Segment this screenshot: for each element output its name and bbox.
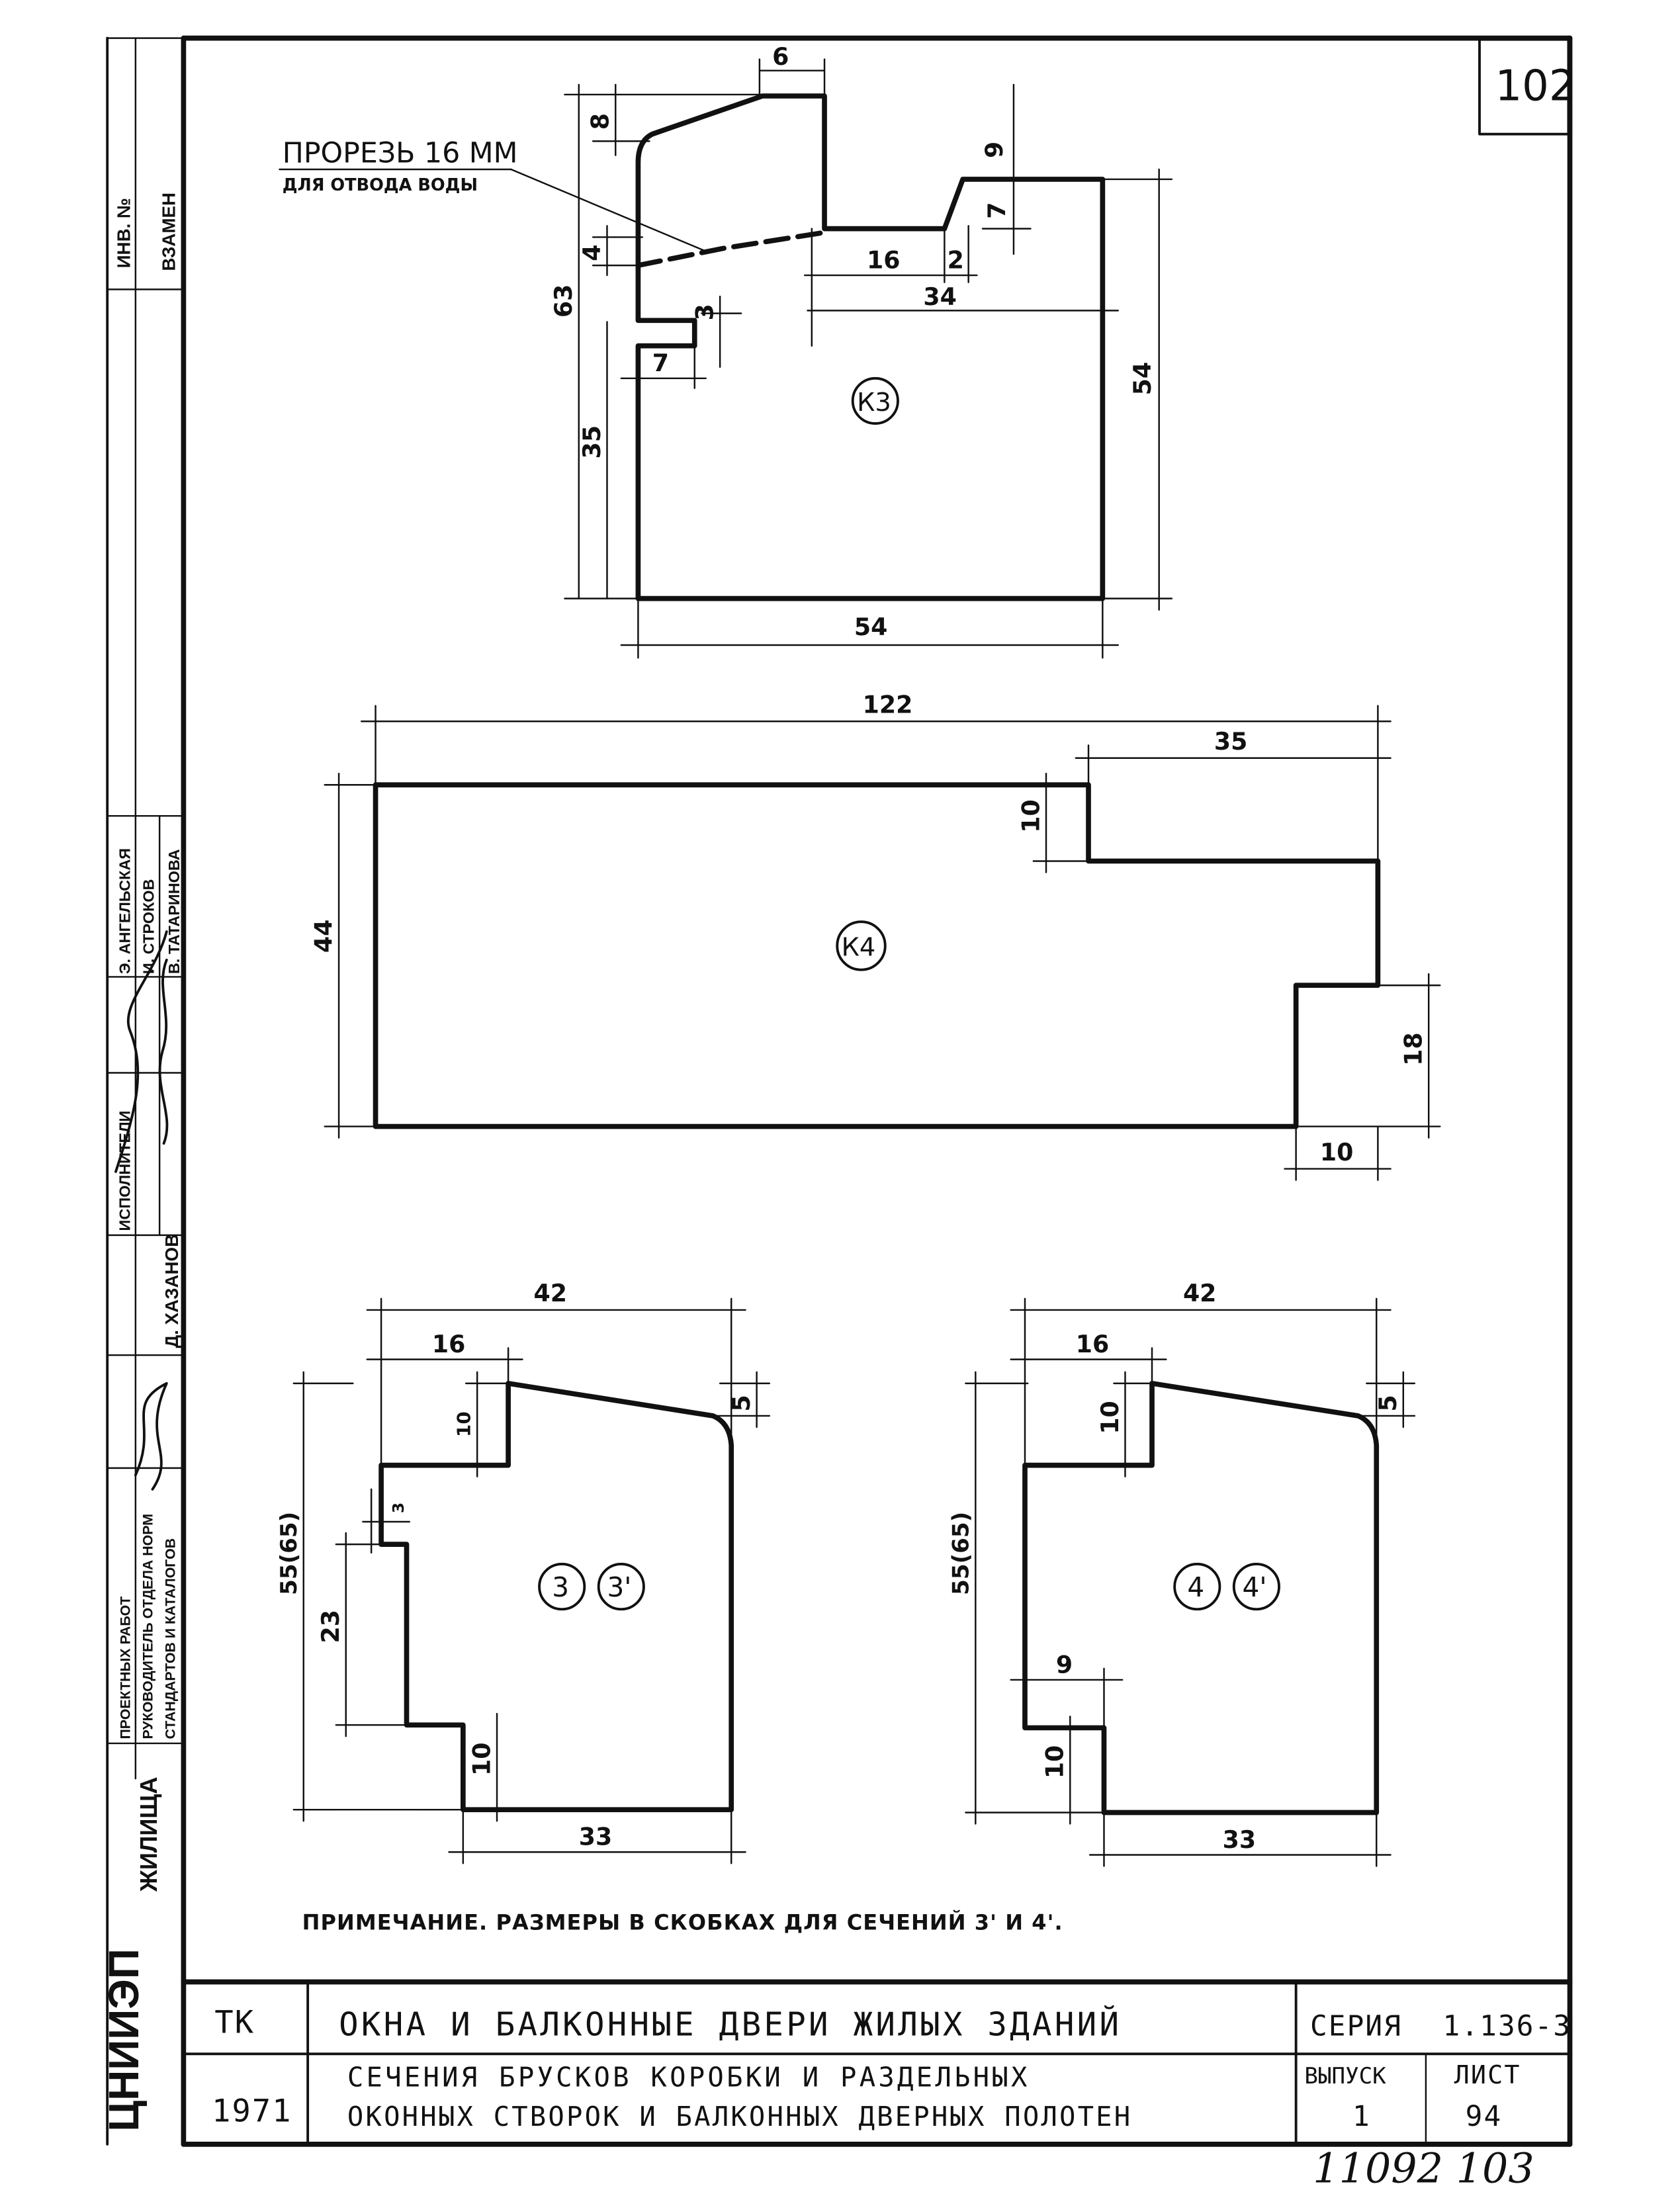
s3-dim-foot: 10	[467, 1743, 496, 1776]
s3-dim-top: 16	[432, 1330, 465, 1358]
k4-dim-top-right: 35	[1214, 727, 1247, 756]
k4-dim-notch: 10	[1016, 799, 1045, 832]
k4-dim-right-w: 10	[1320, 1138, 1353, 1166]
handwritten-archive-number: 11092 103	[1313, 2144, 1534, 2188]
k3-dim-bottom: 54	[854, 613, 887, 641]
s4-dim-height: 55(65)	[948, 1512, 975, 1595]
k3-dim-shelf: 16	[867, 245, 900, 274]
margin-stamp: ИНВ. № ВЗАМЕН ИСПОЛНИТЕЛИ Э. АНГЕЛЬСКАЯ …	[100, 193, 183, 2132]
section-k4: 122 35 10 44 18 10 К4	[309, 690, 1441, 1181]
s3-dim-width: 42	[534, 1279, 567, 1307]
s3-label-a: 3	[552, 1571, 569, 1603]
sheet-frame	[106, 35, 1573, 2147]
s4-dim-bottom: 33	[1223, 1825, 1256, 1854]
titleblock-subtitle-2: ОКОННЫХ СТВОРОК И БАЛКОННЫХ ДВЕРНЫХ ПОЛО…	[347, 2101, 1133, 2132]
k3-dim-step-top: 9	[980, 142, 1008, 158]
s4-label-a: 4	[1187, 1571, 1204, 1603]
k4-profile	[373, 782, 1381, 1129]
s4-dim-rebate: 10	[1096, 1401, 1124, 1434]
s4-dim-foot: 10	[1041, 1745, 1069, 1778]
k3-slot-note-2: ДЛЯ ОТВОДА ВОДЫ	[283, 175, 478, 195]
titleblock-series-value: 1.136-3	[1443, 2010, 1572, 2043]
k3-dim-top: 6	[772, 42, 789, 71]
s3-dim-mid: 23	[316, 1610, 345, 1643]
stamp-replaced: ВЗАМЕН	[159, 193, 179, 271]
signature-scribble	[158, 958, 169, 1145]
k4-dim-height: 44	[309, 920, 337, 953]
titleblock-sheet-label: ЛИСТ	[1454, 2060, 1521, 2090]
k4-label: К4	[842, 932, 876, 962]
s3-dim-small: 3	[389, 1503, 408, 1513]
drawing-note: ПРИМЕЧАНИЕ. РАЗМЕРЫ В СКОБКАХ ДЛЯ СЕЧЕНИ…	[302, 1910, 1063, 1935]
s4-label-circle-b	[1232, 1563, 1280, 1611]
title-block: ТК 1971 ОКНА И БАЛКОННЫЕ ДВЕРИ ЖИЛЫХ ЗДА…	[181, 1979, 1573, 2146]
section-k3: ПРОРЕЗЬ 16 ММ ДЛЯ ОТВОДА ВОДЫ 6 8 63 4 3…	[279, 42, 1173, 659]
k3-dim-slope: 8	[586, 113, 615, 130]
s3-profile	[378, 1381, 734, 1813]
titleblock-subtitle-1: СЕЧЕНИЯ БРУСКОВ КОРОБКИ И РАЗДЕЛЬНЫХ	[347, 2061, 1030, 2093]
stamp-executors-header: ИСПОЛНИТЕЛИ	[116, 1111, 133, 1231]
k3-dim-right: 54	[1128, 362, 1157, 395]
s3-dim-slope: 5	[727, 1395, 756, 1411]
s3-dim-bottom: 33	[579, 1823, 612, 1851]
stamp-works: ПРОЕКТНЫХ РАБОТ	[117, 1597, 133, 1739]
s3-dim-rebate: 10	[453, 1411, 475, 1437]
k3-dim-slot: 4	[578, 244, 606, 261]
stamp-position-1: РУКОВОДИТЕЛЬ ОТДЕЛА НОРМ	[140, 1514, 155, 1739]
k3-slot-leader	[510, 168, 707, 252]
section-4: 42 16 10 5 55(65) 9 10 33 4 4'	[948, 1279, 1416, 1867]
s3-label-b: 3'	[607, 1571, 631, 1603]
titleblock-series-label: СЕРИЯ	[1310, 2010, 1402, 2043]
titleblock-issue-value: 1	[1352, 2100, 1371, 2133]
k3-label-circle	[851, 376, 899, 425]
s4-dim-top: 16	[1076, 1330, 1109, 1358]
s3-label-circle-a	[538, 1563, 586, 1611]
s4-label-circle-a	[1173, 1563, 1221, 1611]
stamp-inv-no: ИНВ. №	[113, 198, 134, 268]
stamp-executor-3: В. ТАТАРИНОВА	[165, 849, 183, 974]
k4-dim-right-h: 18	[1399, 1032, 1428, 1065]
k4-label-circle	[836, 920, 887, 971]
k3-dim-lower: 35	[578, 425, 606, 459]
titleblock-year: 1971	[212, 2093, 292, 2130]
signature-scribble	[134, 1381, 168, 1491]
titleblock-title: ОКНА И БАЛКОННЫЕ ДВЕРИ ЖИЛЫХ ЗДАНИЙ	[339, 2005, 1122, 2044]
s4-label-b: 4'	[1243, 1571, 1267, 1603]
k3-dim-height: 63	[549, 284, 578, 318]
stamp-head: Д. ХАЗАНОВ	[161, 1234, 182, 1348]
sheet-number-text: 102	[1495, 62, 1575, 110]
titleblock-org: ТК	[214, 2004, 255, 2040]
s3-dim-height: 55(65)	[276, 1512, 302, 1595]
s4-dim-slope: 5	[1374, 1395, 1402, 1411]
sheet-number-badge: 102	[1478, 38, 1576, 136]
k3-dim-gap: 2	[948, 245, 964, 274]
stamp-position-2: СТАНДАРТОВ И КАТАЛОГОВ	[163, 1538, 179, 1739]
k3-dim-groove-w: 7	[652, 349, 669, 377]
k3-dim-groove-h: 3	[690, 304, 719, 320]
section-3: 42 16 10 5 55(65) 3 23 10 33 3 3'	[276, 1279, 771, 1864]
s4-dim-width: 42	[1183, 1279, 1216, 1307]
k3-water-slot	[635, 230, 824, 268]
titleblock-sheet-value: 94	[1466, 2100, 1503, 2133]
stamp-executor-2: И. СТРОКОВ	[140, 879, 157, 975]
stamp-institute: ЦНИИЭП	[100, 1948, 148, 2132]
k3-slot-note-1: ПРОРЕЗЬ 16 ММ	[283, 136, 518, 169]
k3-label: К3	[857, 388, 891, 417]
stamp-executor-1: Э. АНГЕЛЬСКАЯ	[116, 848, 133, 974]
s3-label-circle-b	[597, 1563, 645, 1611]
k3-dim-step-h: 7	[983, 202, 1011, 218]
titleblock-issue-label: ВЫПУСК	[1304, 2063, 1386, 2089]
s4-dim-step: 9	[1056, 1650, 1073, 1679]
stamp-dwelling: ЖИЛИЩА	[135, 1776, 162, 1892]
k4-dim-width: 122	[863, 690, 913, 719]
k3-dim-mid: 34	[923, 283, 956, 311]
signature-scribble	[114, 930, 168, 1173]
k3-profile	[635, 93, 1106, 601]
